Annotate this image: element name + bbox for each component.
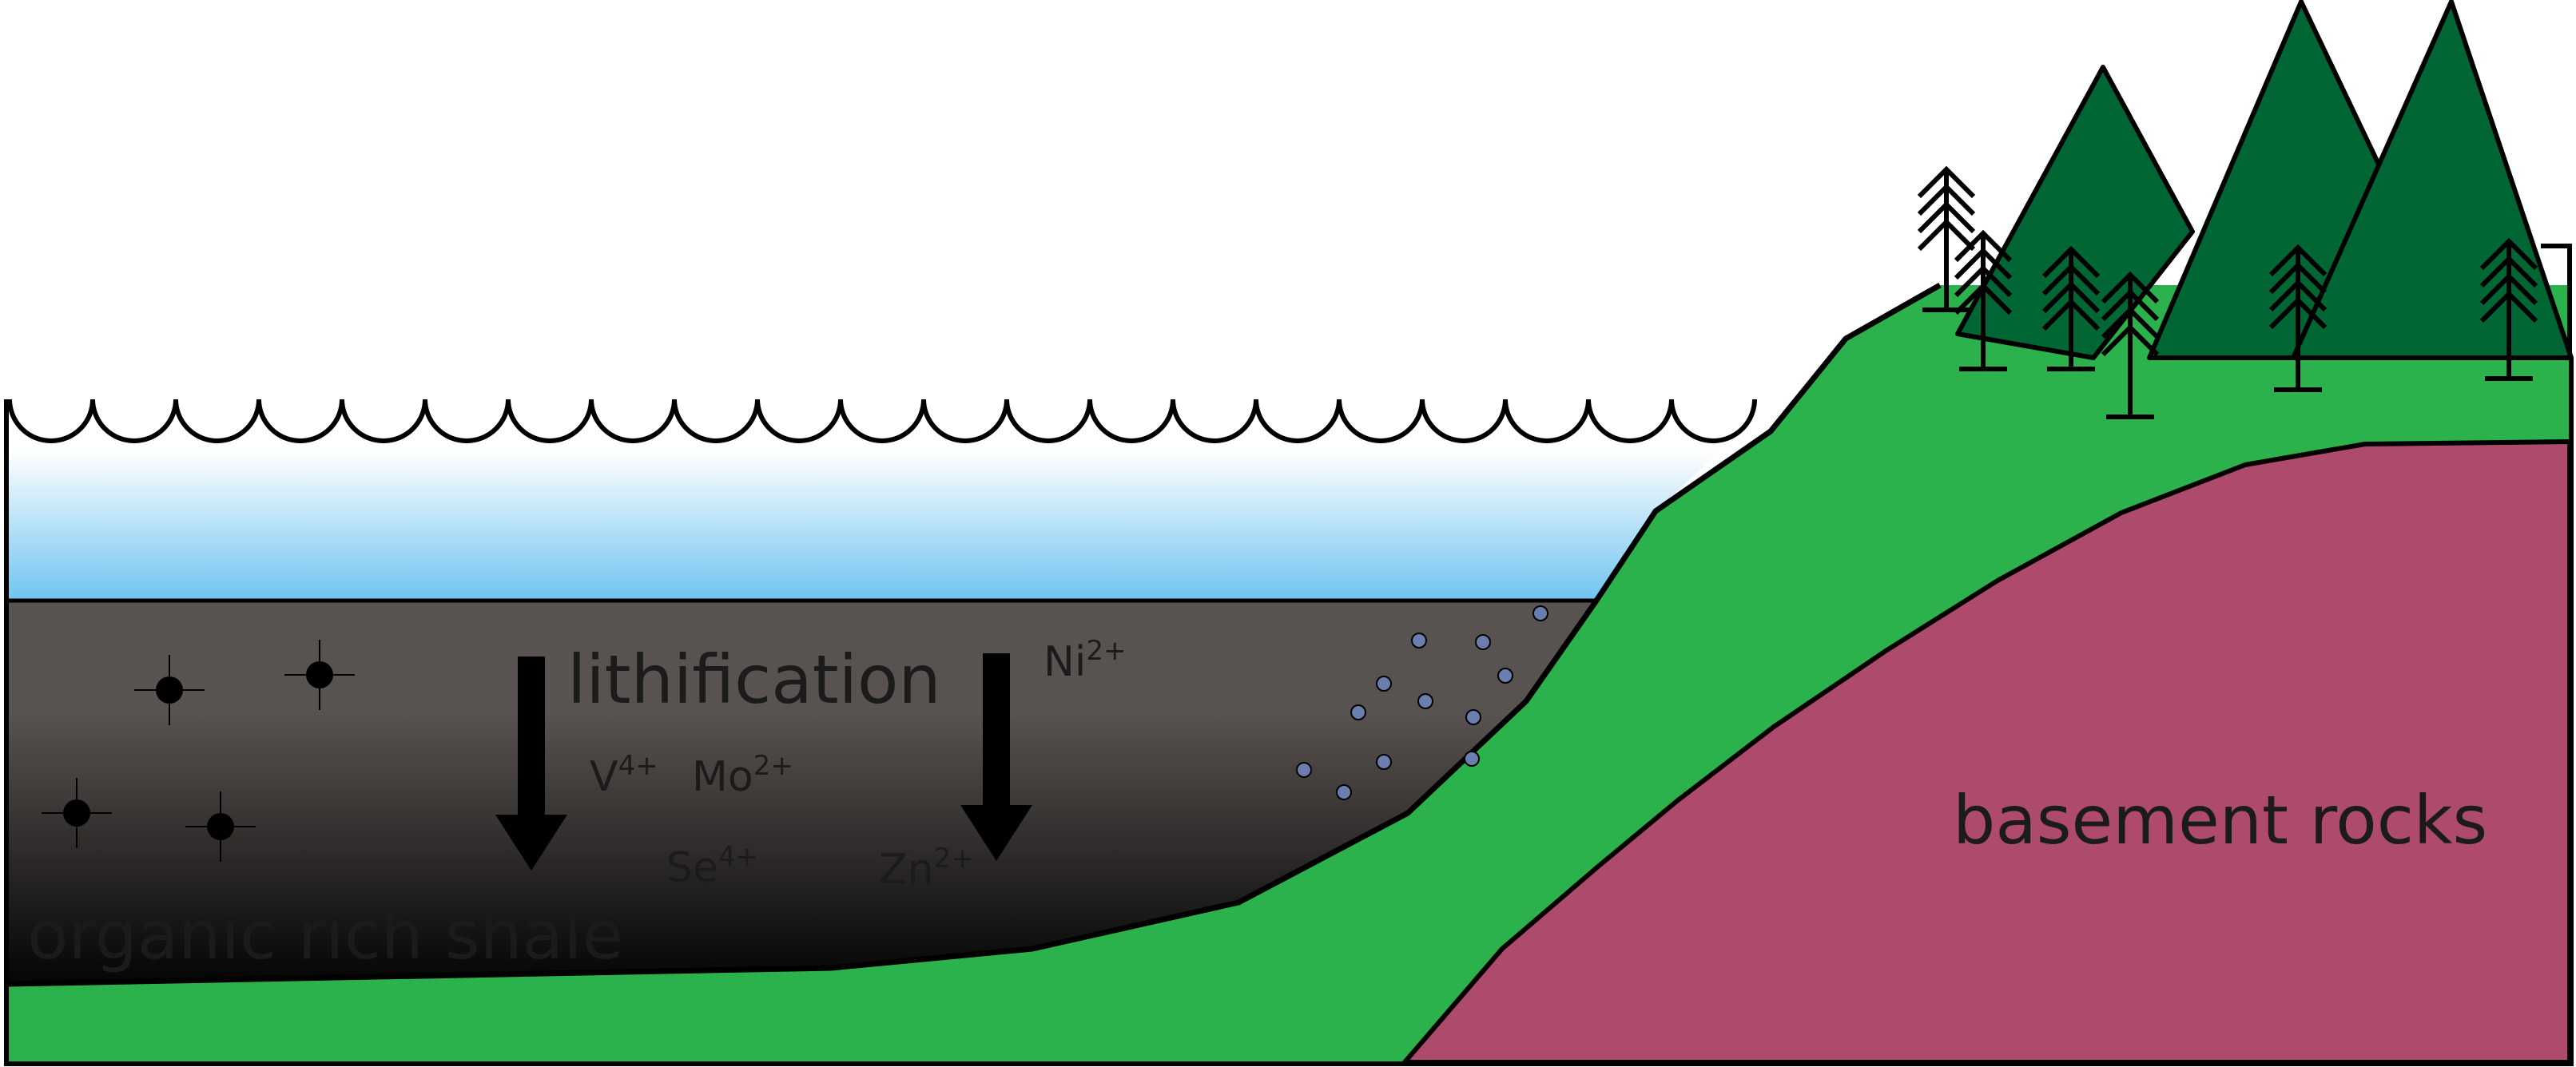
sapling-symbol xyxy=(2268,244,2328,392)
pine-tree xyxy=(1955,65,2195,360)
sapling-symbol xyxy=(2101,271,2160,419)
sapling-symbol xyxy=(2041,245,2101,371)
bubble xyxy=(1376,676,1392,692)
bubble xyxy=(1532,605,1548,621)
shale-layer xyxy=(8,601,1596,982)
ion-label-mo: Mo2+ xyxy=(692,750,793,801)
ion-label-zn: Zn2+ xyxy=(879,843,974,894)
organic-particle-marker xyxy=(42,778,112,848)
organic-particle-marker xyxy=(185,791,256,862)
water-body xyxy=(8,401,1774,601)
bubble xyxy=(1465,709,1481,725)
bubble xyxy=(1475,634,1491,650)
slope-outline xyxy=(7,282,1942,987)
organic-particle-marker xyxy=(284,640,355,710)
bubble xyxy=(1336,784,1352,800)
bubble xyxy=(1411,633,1427,649)
bubble xyxy=(1464,751,1480,767)
ion-label-v: V4+ xyxy=(590,750,658,801)
organic-particle-marker xyxy=(134,655,205,725)
ion-label-ni: Ni2+ xyxy=(1044,635,1126,686)
sapling-symbol xyxy=(2479,237,2538,381)
ion-label-se: Se4+ xyxy=(666,841,758,892)
bubble xyxy=(1376,754,1392,770)
frame xyxy=(4,358,2574,1066)
lithification-label: lithification xyxy=(567,641,941,719)
bubble xyxy=(1350,704,1366,720)
sapling-symbol xyxy=(1954,229,2013,371)
hilltop-outline xyxy=(2541,244,2572,358)
bubble xyxy=(1417,693,1433,709)
down-arrow xyxy=(495,656,567,871)
wave-line xyxy=(7,399,1757,443)
bubble xyxy=(1296,762,1312,778)
bubble xyxy=(1497,668,1513,684)
sapling-symbol xyxy=(1917,165,1976,312)
down-arrow xyxy=(960,653,1032,861)
organic-rich-shale-label: organic rich shale xyxy=(27,896,623,974)
basement-rocks-label: basement rocks xyxy=(1953,781,2487,859)
